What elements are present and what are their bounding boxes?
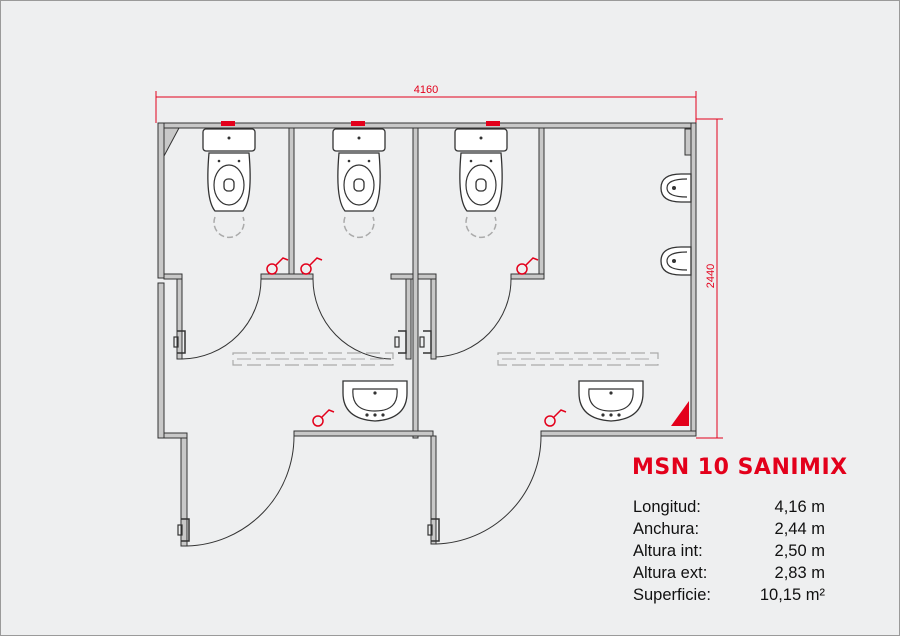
toilet-icon [332, 128, 386, 239]
spec-value: 2,83 m [774, 564, 825, 582]
wheelchair-icon [544, 409, 567, 427]
spec-label: Superficie: [633, 586, 711, 604]
walls [157, 122, 697, 547]
urinal-icon [660, 173, 692, 203]
door-swings [181, 278, 542, 547]
spec-label: Altura int: [633, 542, 703, 560]
wheelchair-icon [516, 257, 539, 275]
spec-label: Longitud: [633, 498, 701, 516]
width-label: 2440 [705, 264, 717, 288]
wheelchair-icon [312, 409, 335, 427]
vent-marker [221, 121, 235, 126]
sink-icon [342, 380, 408, 422]
grab-bar [497, 352, 659, 366]
spec-value: 4,16 m [774, 498, 825, 516]
spec-label: Altura ext: [633, 564, 708, 582]
length-label: 4160 [414, 84, 438, 96]
model-title: MSN 10 SANIMIX [632, 455, 848, 480]
spec-value: 10,15 m² [759, 586, 825, 604]
door-handle-icon [394, 330, 407, 354]
spec-value: 2,50 m [774, 542, 825, 560]
spec-value: 2,44 m [774, 520, 825, 538]
wheelchair-icon [300, 257, 323, 275]
sink-icon [578, 380, 644, 422]
spec-row: Altura int: 2,50 m [633, 540, 825, 562]
spec-row: Superficie: 10,15 m² [633, 584, 825, 606]
red-marker [671, 401, 689, 426]
spec-row: Altura ext: 2,83 m [633, 562, 825, 584]
urinal-icon [660, 246, 692, 276]
spec-label: Anchura: [633, 520, 700, 538]
toilet-icon [202, 128, 256, 239]
vent-marker [351, 121, 365, 126]
door-handle-icon [419, 330, 432, 354]
spec-table: Longitud: 4,16 m Anchura: 2,44 m Altura in… [633, 496, 825, 606]
width-dimension [696, 118, 723, 439]
vent-marker [486, 121, 500, 126]
grab-bar [232, 352, 394, 366]
wheelchair-icon [266, 257, 289, 275]
spec-row: Longitud: 4,16 m [633, 496, 825, 518]
spec-row: Anchura: 2,44 m [633, 518, 825, 540]
toilet-icon [454, 128, 508, 239]
length-dimension [155, 91, 697, 123]
